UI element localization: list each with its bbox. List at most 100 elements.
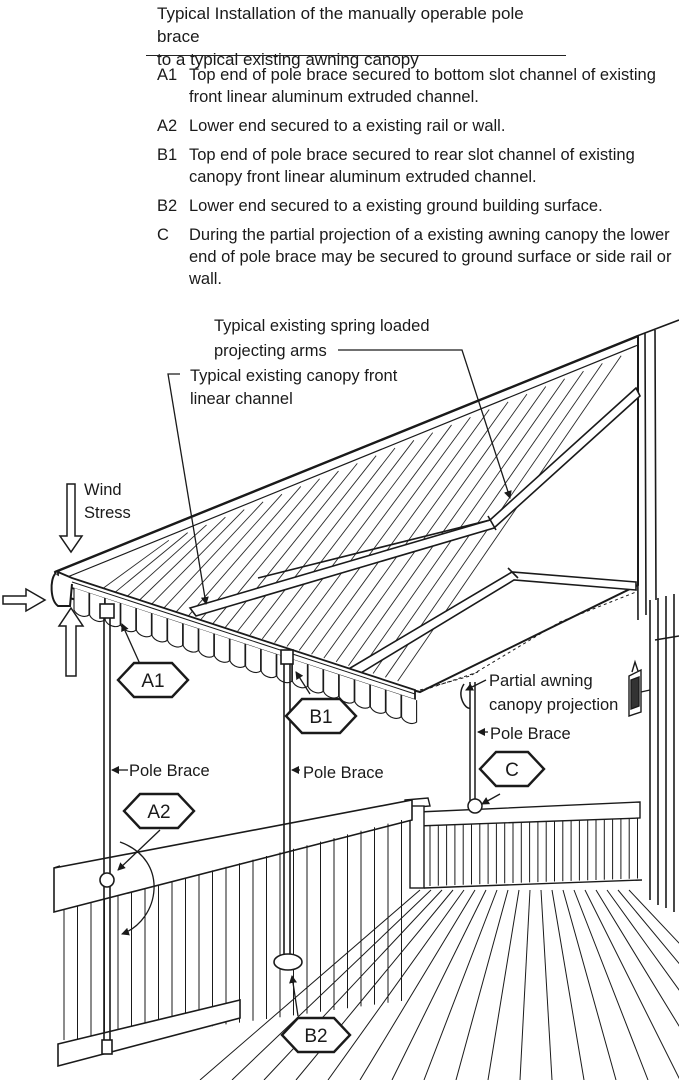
canopy-stripe — [348, 386, 547, 667]
canopy-valance — [73, 588, 418, 724]
deck-board — [423, 889, 498, 1080]
valance-panel — [167, 618, 184, 648]
front-railing — [53, 799, 413, 1068]
canopy-stripe — [323, 401, 509, 659]
valance-panel — [354, 679, 371, 709]
note-code: C — [157, 226, 169, 244]
wall-lantern — [628, 659, 651, 717]
deck-board — [359, 889, 476, 1080]
header-line-2: to a typical existing awning canopy — [157, 50, 419, 69]
valance-panel — [135, 608, 152, 638]
leader-lines — [111, 349, 512, 1017]
canopy-stripe — [188, 486, 302, 617]
canopy-stripe — [175, 493, 283, 613]
valance-panel — [198, 628, 215, 658]
canopy-stripe — [114, 532, 188, 594]
canopy-stripe — [237, 455, 377, 632]
deck-board — [628, 889, 679, 944]
partial-callout-line-1: Partial awning — [489, 672, 593, 690]
marker-c: C — [478, 750, 546, 788]
pole-brace-b — [273, 649, 303, 971]
deck-board — [455, 889, 509, 1080]
marker-b2: B2 — [280, 1016, 352, 1054]
valance-panel — [260, 649, 277, 679]
wind-arrow-down — [58, 483, 84, 554]
canopy-stripe — [249, 447, 396, 636]
deck-board — [540, 889, 553, 1080]
pole-brace-a — [99, 603, 115, 1055]
valance-panel — [229, 639, 246, 668]
back-railing — [404, 797, 643, 889]
deck-board — [231, 889, 432, 1080]
partial-projection-outline — [419, 591, 637, 691]
note-code: A1 — [157, 66, 178, 84]
note-text: Top end of pole brace secured to bottom … — [189, 66, 656, 106]
deck-board — [391, 889, 487, 1080]
valance-panel — [291, 659, 308, 689]
header-line-1: Typical Installation of the manually ope… — [157, 4, 524, 46]
note-code: B2 — [157, 197, 178, 215]
diagram-header: Typical Installation of the manually ope… — [157, 2, 567, 71]
valance-panel — [385, 690, 402, 719]
marker-b1-label: B1 — [309, 707, 332, 728]
valance-panel — [182, 623, 199, 653]
partial-callout-line-2: canopy projection — [489, 696, 618, 714]
marker-a2: A2 — [122, 792, 196, 830]
note-text: Lower end secured to a existing rail or … — [189, 117, 506, 135]
deck-board — [487, 889, 520, 1080]
valance-panel — [213, 633, 230, 663]
marker-b1: B1 — [284, 697, 358, 735]
callout-labels: Typical existing spring loaded projectin… — [84, 317, 618, 782]
marker-c-label: C — [505, 760, 519, 781]
note-text: During the partial projection of a exist… — [189, 226, 672, 288]
valance-panel — [338, 674, 355, 704]
deck-board — [584, 889, 679, 1080]
note-c: C During the partial projection of a exis… — [157, 224, 672, 290]
wind-label-line-1: Wind — [84, 481, 122, 499]
note-code: B1 — [157, 146, 178, 164]
canopy-stripe — [163, 501, 264, 609]
deck-board — [519, 889, 531, 1080]
deck-board — [573, 889, 649, 1080]
canopy-stripe — [298, 416, 471, 651]
canopy-stripe — [360, 378, 565, 670]
pole-brace-left-label: Pole Brace — [129, 762, 210, 780]
arms-callout-line-2: projecting arms — [214, 342, 327, 360]
wind-arrow-up — [57, 606, 85, 677]
canopy-stripe — [126, 524, 207, 597]
wind-arrow-right — [2, 587, 47, 613]
note-text: Top end of pole brace secured to rear sl… — [189, 146, 635, 186]
note-b2: B2 Lower end secured to a existing ground… — [157, 195, 672, 217]
marker-b2-label: B2 — [304, 1026, 327, 1047]
deck-board — [551, 889, 585, 1080]
header-rule — [146, 55, 566, 56]
canopy-stripe — [200, 478, 320, 620]
pole-brace-c — [460, 682, 483, 814]
note-a2: A2 Lower end secured to a existing rail o… — [157, 115, 672, 137]
canopy-stripe — [261, 440, 415, 640]
wind-label-line-2: Stress — [84, 504, 131, 522]
note-code: A2 — [157, 117, 178, 135]
projecting-arms — [188, 386, 641, 690]
canopy-stripe — [274, 432, 434, 643]
canopy-stripe — [102, 539, 170, 590]
note-a1: A1 Top end of pole brace secured to botto… — [157, 64, 672, 108]
deck-board — [617, 889, 679, 965]
deck-board — [606, 889, 679, 991]
pole-brace-mid-label: Pole Brace — [303, 764, 384, 782]
valance-panel — [73, 588, 90, 617]
awning-canopy — [53, 334, 639, 694]
wind-arrows — [2, 483, 85, 677]
house-wall — [636, 319, 679, 912]
marker-a2-label: A2 — [147, 802, 170, 823]
marker-a1-label: A1 — [141, 671, 164, 692]
deck-floor — [199, 889, 679, 1080]
note-text: Lower end secured to a existing ground b… — [189, 197, 603, 215]
valance-panel — [245, 644, 262, 673]
channel-callout-line-1: Typical existing canopy front — [190, 367, 398, 385]
front-linear-channel — [50, 570, 418, 724]
valance-panel — [369, 684, 386, 714]
canopy-stripe — [311, 409, 490, 655]
canopy-stripe — [286, 424, 452, 647]
